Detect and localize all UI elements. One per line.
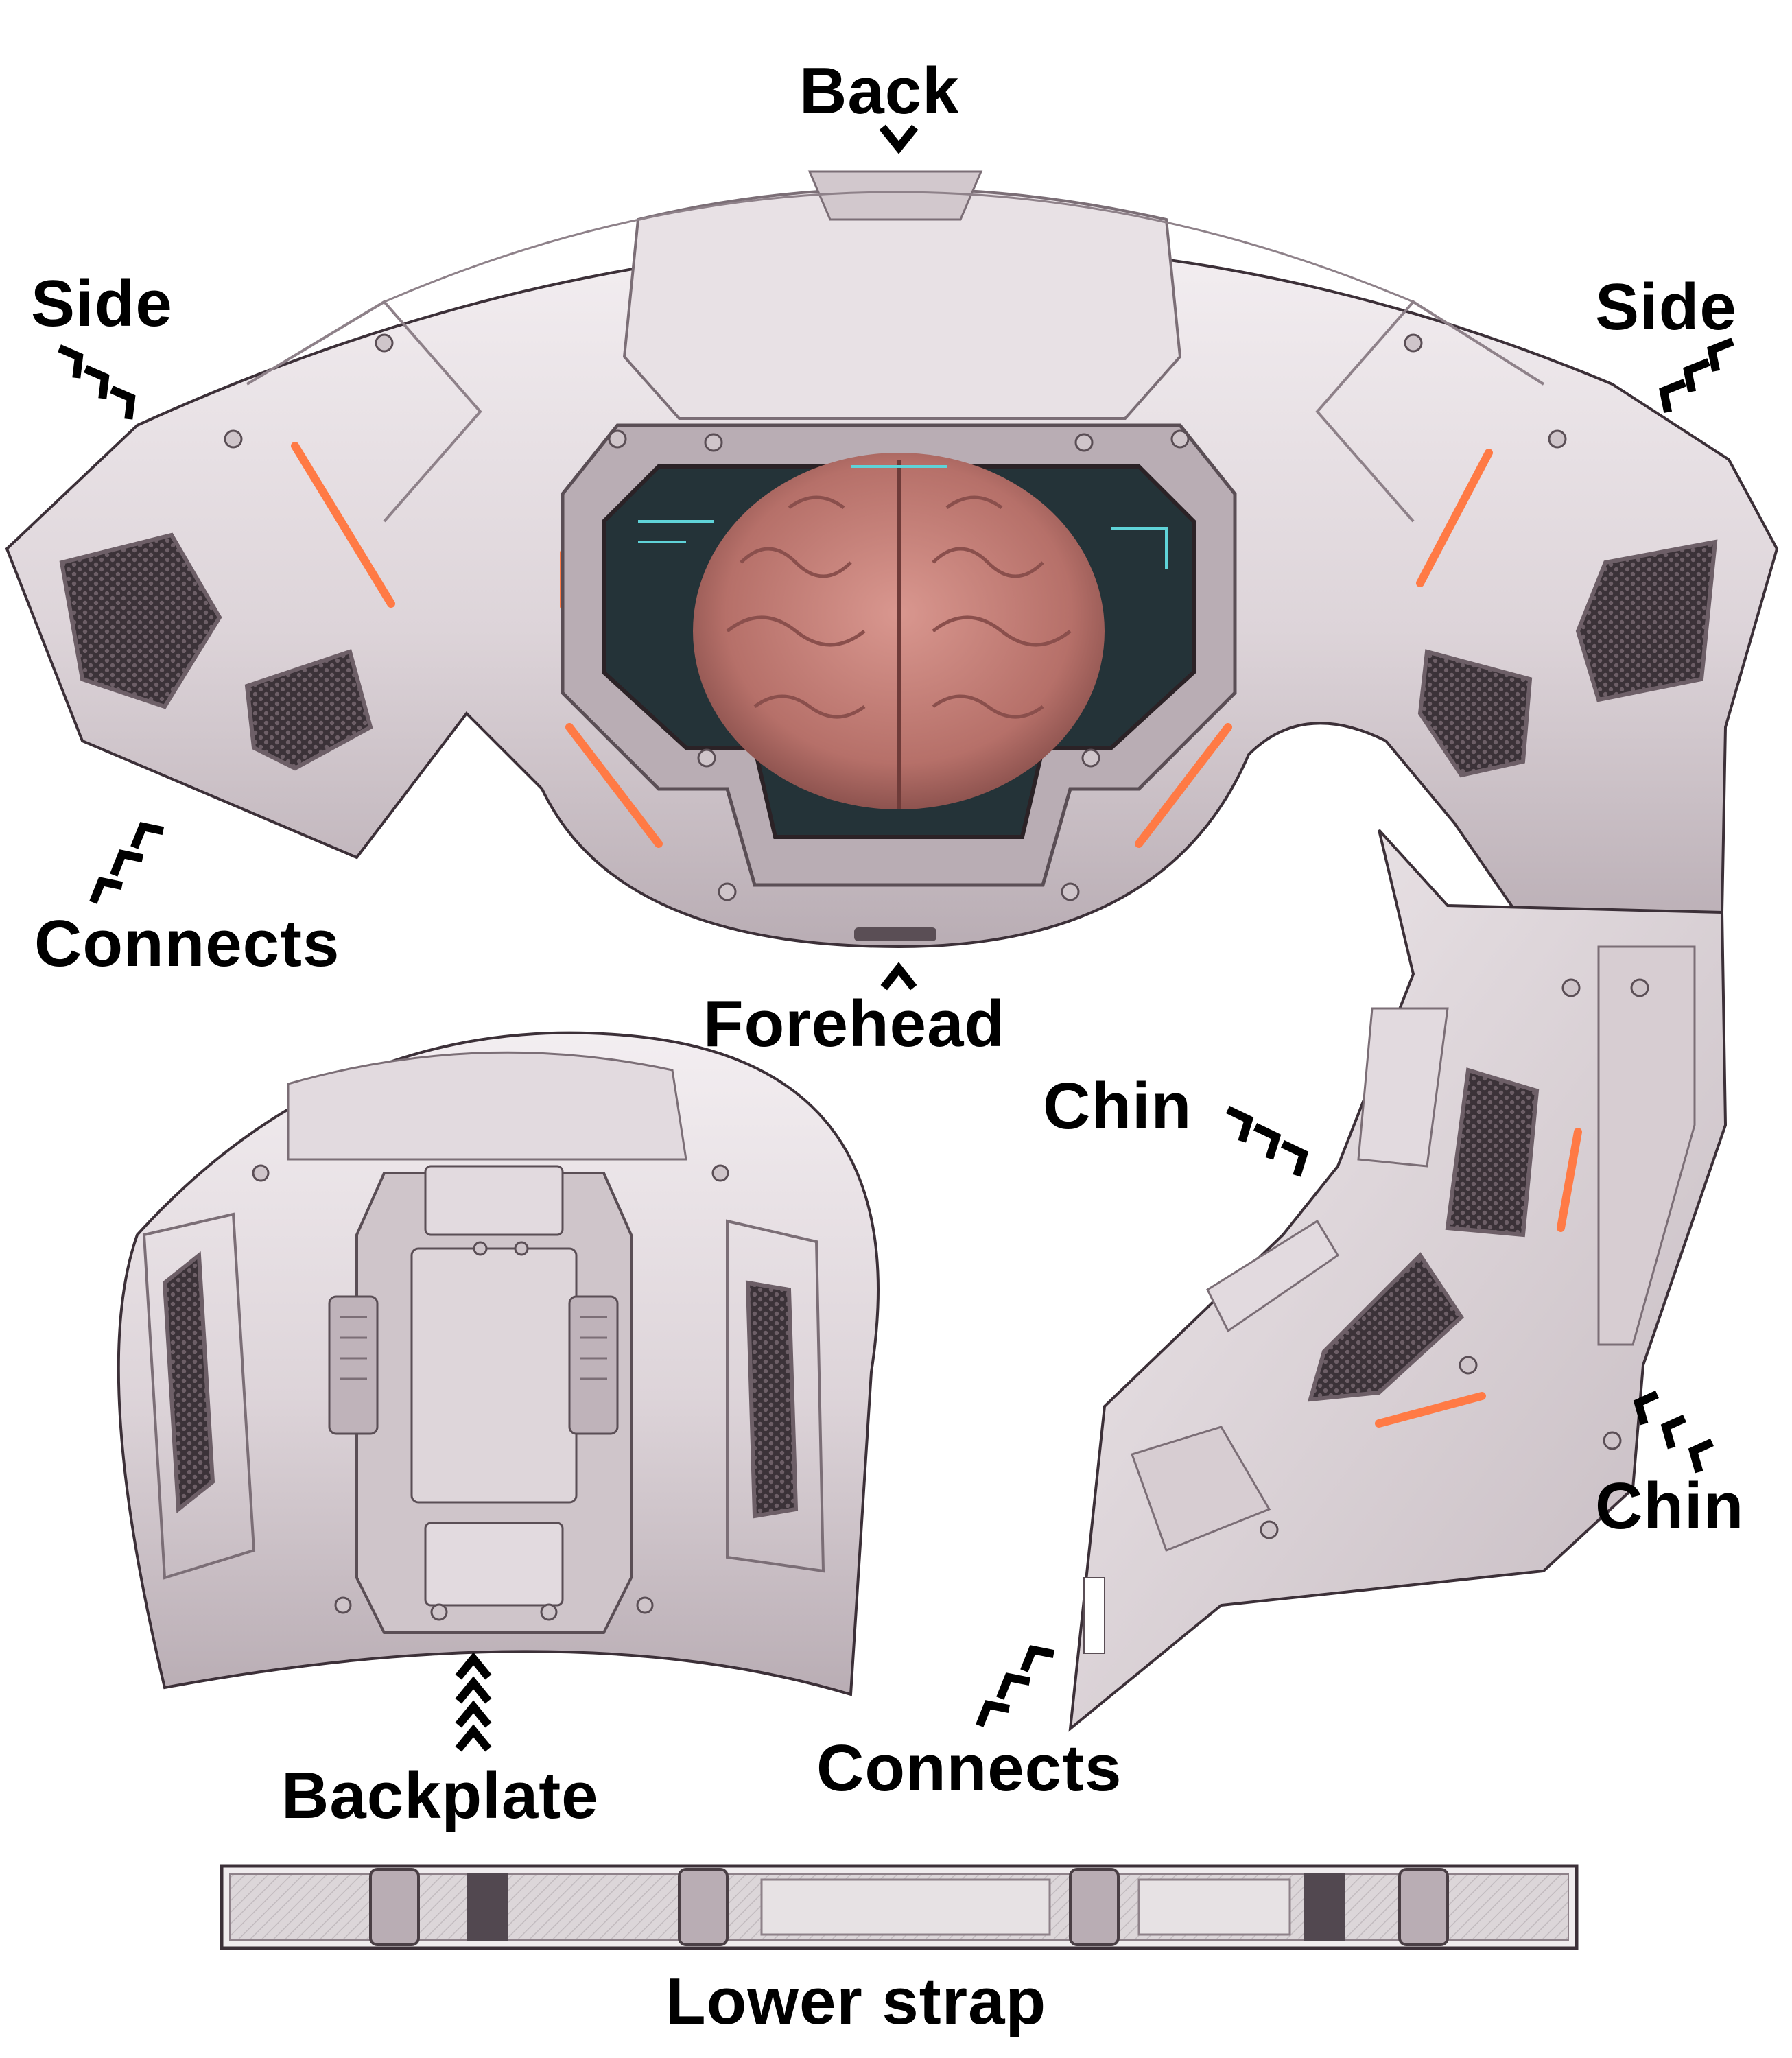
label-connects-right: Connects [816,1731,1122,1805]
label-back: Back [799,54,960,128]
label-backplate: Backplate [281,1759,599,1832]
chevron-arrow-icon [110,386,136,420]
chevron-arrow-icon [455,1652,492,1680]
chevron-arrow-icon [110,849,144,877]
top-shell-panel [5,170,1779,949]
label-lower-strap: Lower strap [665,1965,1047,2038]
label-chin-upper: Chin [1043,1069,1192,1143]
chevron-arrow-icon [58,344,84,379]
chevron-arrow-icon [879,124,919,154]
chevron-arrow-icon [996,1672,1031,1700]
chevron-arrow-icon [1707,338,1734,372]
backplate-panel [117,1031,880,1696]
chevron-arrow-icon [1020,1645,1055,1672]
chevron-arrow-icon [1688,1439,1714,1474]
chevron-arrow-icon [89,877,123,904]
chevron-arrow-icon [976,1700,1011,1727]
chevron-arrow-icon [1633,1391,1659,1426]
chevron-arrow-icon [1660,1415,1686,1450]
chevron-arrow-icon [1659,379,1686,414]
chevron-arrow-icon [455,1700,492,1728]
chevron-arrows [58,124,1734,1752]
chevron-arrow-icon [1683,358,1710,393]
chevron-arrow-icon [130,822,165,849]
chevron-arrow-icon [455,1724,492,1752]
chevron-arrow-icon [84,365,110,399]
chevron-arrow-icon [1225,1105,1254,1143]
chevron-arrow-icon [455,1676,492,1704]
label-side-right: Side [1595,270,1737,344]
lower-strap-panel [220,1864,1579,1950]
label-chin-lower: Chin [1595,1469,1745,1543]
label-side-left: Side [31,267,173,340]
label-forehead: Forehead [703,987,1006,1061]
chin-panel [1068,829,1728,1732]
chevron-arrow-icon [1253,1122,1282,1160]
label-connects-left: Connects [34,907,340,980]
chevron-arrow-icon [880,962,917,991]
buckle-icon [369,1868,1449,1946]
chevron-arrow-icon [1280,1139,1309,1177]
